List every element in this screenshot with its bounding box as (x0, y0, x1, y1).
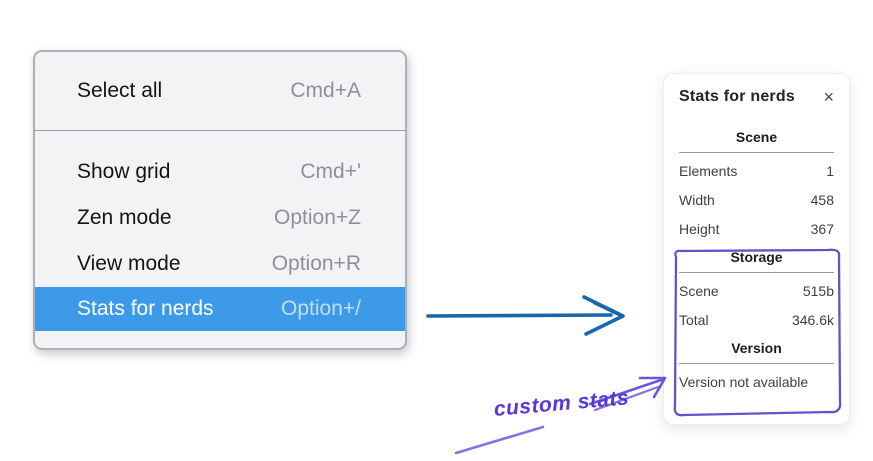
menu-group: Show grid Cmd+' Zen mode Option+Z View m… (35, 131, 405, 331)
stat-row-scene-size: Scene 515b (679, 282, 834, 300)
stats-section-version: Version Version not available (679, 340, 834, 391)
section-header: Scene (735, 129, 778, 145)
menu-item-shortcut: Option+/ (281, 297, 361, 320)
close-icon[interactable]: × (823, 87, 834, 107)
menu-item-label: View mode (77, 252, 181, 275)
stat-label: Height (679, 221, 720, 237)
menu-item-label: Show grid (77, 160, 171, 183)
version-note: Version not available (679, 374, 809, 390)
annotation-arrow-custom-stats (454, 376, 667, 455)
menu-item-label: Stats for nerds (77, 297, 214, 320)
menu-item-shortcut: Cmd+' (300, 160, 361, 183)
stat-value: 458 (810, 192, 834, 208)
stat-label: Elements (679, 163, 738, 179)
menu-item-zen-mode[interactable]: Zen mode Option+Z (35, 195, 405, 241)
stat-value: 346.6k (791, 312, 834, 328)
menu-item-label: Zen mode (77, 206, 172, 229)
stats-section-storage: Storage Scene 515b Total 346.6k (679, 249, 834, 329)
stat-label: Width (679, 192, 715, 208)
annotation-label-custom-stats: custom stats (492, 386, 630, 421)
arrow-menu-to-panel (426, 295, 625, 336)
context-menu: Select all Cmd+A Show grid Cmd+' Zen mod… (33, 50, 407, 350)
stat-row-height: Height 367 (679, 220, 834, 238)
menu-item-stats-for-nerds[interactable]: Stats for nerds Option+/ (35, 287, 405, 331)
section-divider (679, 152, 834, 153)
menu-item-view-mode[interactable]: View mode Option+R (35, 241, 405, 287)
stat-label: Total (679, 312, 709, 328)
stats-panel-title: Stats for nerds (679, 88, 795, 105)
stats-panel: Stats for nerds × Scene Elements 1 Width… (663, 73, 850, 425)
stat-value: 367 (810, 221, 834, 237)
section-header: Version (731, 340, 782, 356)
menu-separator (35, 130, 405, 131)
section-divider (679, 272, 834, 273)
menu-item-select-all[interactable]: Select all Cmd+A (35, 52, 405, 130)
stat-value: 1 (826, 163, 834, 179)
section-divider (679, 363, 834, 364)
menu-item-shortcut: Option+Z (274, 206, 361, 229)
stat-row-total-size: Total 346.6k (679, 311, 834, 329)
stat-row-elements: Elements 1 (679, 162, 834, 180)
stat-value: 515b (802, 283, 834, 299)
menu-item-label: Select all (77, 79, 163, 102)
stats-panel-header: Stats for nerds × (679, 87, 834, 107)
menu-item-shortcut: Option+R (271, 252, 361, 275)
stats-section-scene: Scene Elements 1 Width 458 Height 367 (679, 129, 834, 238)
menu-item-shortcut: Cmd+A (290, 79, 361, 102)
stat-row-width: Width 458 (679, 191, 834, 209)
section-header: Storage (730, 249, 783, 265)
menu-item-show-grid[interactable]: Show grid Cmd+' (35, 149, 405, 195)
stat-label: Scene (679, 283, 719, 299)
